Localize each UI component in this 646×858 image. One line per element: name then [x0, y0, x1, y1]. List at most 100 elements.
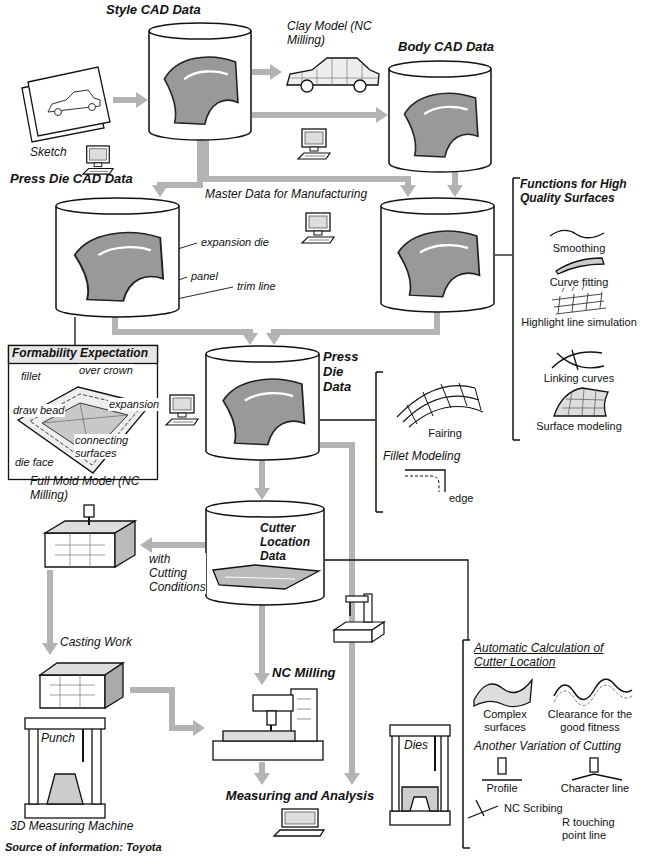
computer-icon	[166, 395, 198, 425]
node-text: R touching point line	[562, 816, 638, 841]
connector-line	[259, 605, 265, 675]
casting-block: Casting Work	[35, 655, 130, 710]
node-heading: Casting Work	[60, 636, 160, 650]
connector-line	[150, 542, 205, 548]
connector-line	[274, 312, 437, 335]
part-label: expansion	[108, 398, 160, 411]
node-heading: Press Die CAD Data	[10, 172, 150, 187]
node-heading: Functions for High Quality Surfaces	[520, 178, 638, 206]
arrow-head	[376, 107, 388, 123]
part-label: connecting surfaces	[74, 434, 156, 459]
node-text: Character line	[552, 782, 638, 795]
node-text: 3D Measuring Machine	[10, 820, 160, 834]
node-heading: Measuring and Analysis	[220, 789, 380, 804]
connector-line	[320, 445, 352, 775]
measuring-station: Measuring and Analysis	[220, 785, 380, 837]
connector-line	[115, 317, 250, 335]
part-label: die face	[14, 456, 55, 469]
node-heading: Full Mold Model (NC Milling)	[30, 475, 155, 503]
sketch-sheet: Sketch	[18, 62, 113, 142]
flow-arrow	[115, 317, 258, 345]
arrow-head	[400, 185, 416, 197]
link-line	[75, 317, 76, 345]
flow-arrow	[152, 140, 200, 197]
casting-block-outline	[35, 655, 130, 710]
node-text: Profile	[472, 782, 532, 795]
connector-line	[495, 254, 512, 255]
node-text: edge	[449, 492, 499, 505]
edge-label: with Cutting Conditions	[148, 553, 206, 594]
arrow-head	[344, 773, 360, 785]
node-heading: Press Die Data	[323, 350, 375, 395]
node-text: Curve fitting	[520, 276, 638, 289]
clay-model-outline	[282, 50, 382, 95]
node-text: Highlight line simulation	[520, 316, 638, 329]
node-heading: Cutter Location Data	[260, 522, 322, 563]
node-text: Smoothing	[520, 242, 638, 255]
arrow-head	[42, 643, 58, 655]
connector-line	[113, 97, 138, 103]
fairing-panel-outline	[375, 372, 505, 512]
database-cylinder: Cutter Location Data	[205, 500, 325, 605]
database-cylinder-outline	[380, 197, 495, 312]
function-panel: Functions for High Quality SurfacesSmoot…	[512, 178, 640, 440]
node-text: Complex surfaces	[468, 708, 542, 733]
connector-line	[320, 419, 375, 420]
connector-line	[130, 690, 195, 728]
part-label: over crown	[78, 364, 134, 377]
connector-line	[252, 112, 378, 118]
node-heading: Dies	[404, 739, 442, 753]
part-label: panel	[190, 270, 219, 283]
connector-line	[160, 140, 200, 187]
database-cylinder: Press Die Data	[205, 345, 320, 460]
milling-machine: NC Milling	[205, 685, 330, 762]
node-heading: Punch	[41, 732, 89, 746]
database-cylinder-outline	[205, 345, 320, 460]
node-heading: NC Milling	[272, 666, 350, 681]
connector-line	[259, 460, 265, 490]
arrow-head	[136, 92, 148, 108]
node-heading: Formability Expectation	[12, 347, 156, 361]
arrow-head	[193, 720, 205, 736]
connector-line	[47, 570, 53, 645]
node-text: NC Scribing	[504, 802, 574, 815]
node-heading: Sketch	[30, 146, 100, 160]
flow-arrow	[140, 537, 205, 553]
flow-arrow	[254, 605, 270, 685]
link-line	[495, 255, 512, 256]
arrow-head	[140, 537, 152, 553]
part-label: draw bead	[12, 404, 65, 417]
node-text: Clearance for the good fitness	[542, 708, 638, 733]
node-heading: Clay Model (NC Milling)	[287, 20, 387, 48]
database-cylinder-outline	[55, 197, 180, 317]
arrow-head	[447, 185, 463, 197]
link-line	[325, 560, 468, 640]
flow-arrow	[252, 107, 388, 123]
node-heading: Automatic Calculation of Cutter Location	[474, 642, 638, 670]
arrow-head	[254, 773, 270, 785]
flow-arrow	[113, 92, 148, 108]
cutter-panel: Automatic Calculation of Cutter Location…	[462, 640, 640, 848]
connector-line	[252, 69, 272, 75]
mold-model: Full Mold Model (NC Milling)	[40, 505, 140, 570]
connector-line	[452, 172, 458, 187]
flow-arrow	[254, 460, 270, 500]
database-cylinder: Press Die CAD Data	[55, 197, 180, 317]
part-label: fillet	[20, 370, 42, 383]
connector-line	[325, 560, 468, 640]
arrow-head	[242, 333, 258, 345]
probe-machine	[334, 594, 384, 642]
database-cylinder: Master Data for Manufacturing	[380, 197, 495, 312]
milling-machine-outline	[205, 685, 330, 762]
computer-icon	[298, 129, 330, 159]
connector-line	[74, 317, 75, 345]
arrow-head	[254, 673, 270, 685]
database-cylinder-outline	[388, 60, 492, 172]
arrow-head	[266, 333, 282, 345]
node-text: Linking curves	[520, 372, 638, 385]
link-line	[320, 420, 375, 421]
node-text: Fillet Modeling	[383, 450, 503, 464]
fairing-panel: FairingFillet Modelingedge	[375, 372, 505, 512]
sketch-sheet-outline	[18, 62, 113, 142]
